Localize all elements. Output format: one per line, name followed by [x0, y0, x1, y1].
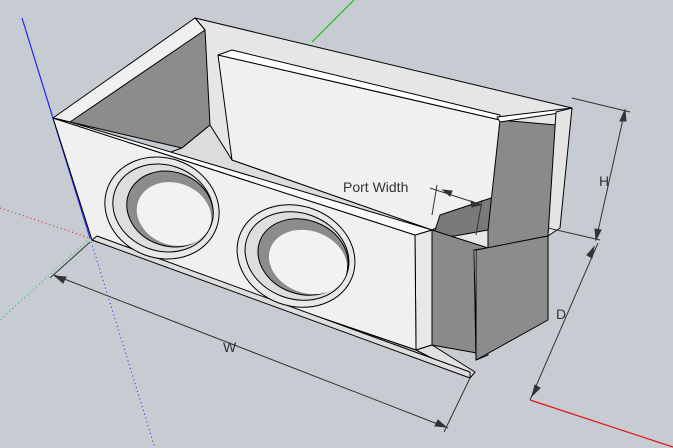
front-right-column[interactable] — [414, 229, 433, 351]
green-axis — [311, 0, 355, 43]
port-interior[interactable] — [487, 119, 557, 249]
d-label: D — [556, 306, 566, 322]
right-side-face[interactable] — [475, 235, 549, 361]
h-dimension[interactable] — [547, 97, 631, 242]
w-dimension[interactable] — [49, 241, 471, 433]
w-label: W — [223, 339, 237, 355]
port-width-dimension[interactable] — [429, 184, 483, 236]
right-end-panel[interactable] — [547, 107, 573, 237]
bottom-edge[interactable] — [91, 235, 471, 379]
red-axis-dotted — [0, 207, 91, 239]
bottom-front-face[interactable] — [91, 239, 476, 379]
green-axis-dotted — [0, 237, 91, 321]
front-top-edge[interactable] — [52, 117, 433, 236]
woofer-cutout-left[interactable] — [90, 141, 233, 275]
h-label: H — [599, 173, 609, 189]
port-width-label: Port Width — [343, 179, 408, 195]
red-axis — [529, 399, 673, 448]
port-divider-top[interactable] — [217, 49, 501, 121]
woofer-cutout-right[interactable] — [223, 188, 370, 323]
d-dimension[interactable] — [529, 242, 599, 401]
blue-axis-dotted — [89, 237, 156, 448]
